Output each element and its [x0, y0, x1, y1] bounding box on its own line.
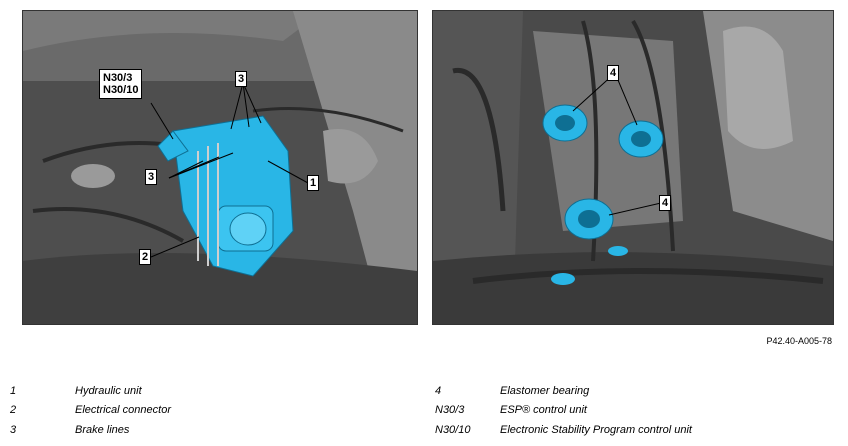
- callout-1: 1: [307, 175, 320, 191]
- callout-3-top: 3: [235, 71, 248, 87]
- hydraulic-unit-highlight: [157, 115, 294, 277]
- legend-num: N30/3: [435, 404, 465, 416]
- legend-num: 2: [10, 404, 17, 416]
- callout-4-top: 4: [607, 65, 620, 81]
- callout-4-bottom: 4: [659, 195, 672, 211]
- legend-num: 3: [10, 424, 17, 436]
- legend-text: Electronic Stability Program control uni…: [500, 424, 692, 436]
- bracket-drawing: [433, 11, 833, 324]
- engine-bay-illustration-right: 4 4: [432, 10, 834, 325]
- callout-2: 2: [139, 249, 152, 265]
- engine-bay-illustration-left: N30/3 N30/10 3 3 1 2: [22, 10, 418, 325]
- legend-text: Elastomer bearing: [500, 385, 590, 397]
- legend-text: Brake lines: [75, 424, 130, 436]
- legend-text: ESP® control unit: [500, 404, 587, 416]
- legend-num: 4: [435, 385, 442, 397]
- engine-bay-drawing: [23, 11, 417, 324]
- legend-num: N30/10: [435, 424, 471, 436]
- callout-n30: N30/3 N30/10: [99, 69, 143, 99]
- figure-reference: P42.40-A005-78: [766, 336, 832, 346]
- legend-text: Electrical connector: [75, 404, 171, 416]
- legend-num: 1: [10, 385, 17, 397]
- callout-n30-3: N30/3: [103, 72, 133, 84]
- callout-n30-10: N30/10: [103, 84, 139, 96]
- elastomer-bearing-highlights: [542, 104, 664, 285]
- legend-text: Hydraulic unit: [75, 385, 142, 397]
- callout-3-left: 3: [145, 169, 158, 185]
